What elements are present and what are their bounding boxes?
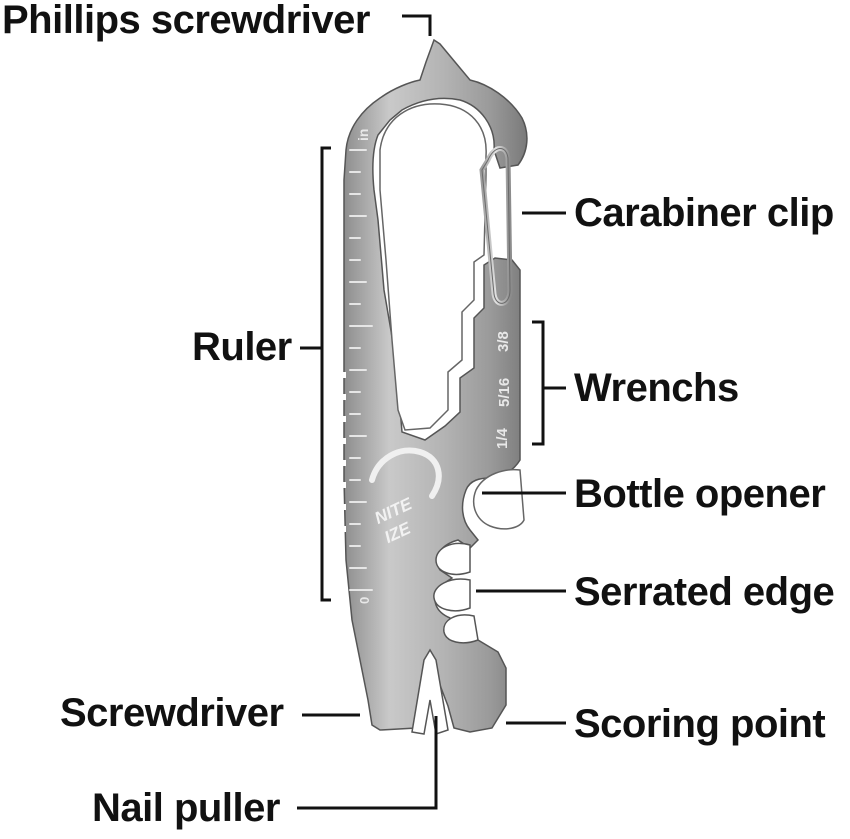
wrench-size-3-8: 3/8 xyxy=(495,331,512,352)
leader-phillips xyxy=(402,14,432,36)
ruler-zero-label: 0 xyxy=(357,597,372,604)
serrations xyxy=(433,542,479,644)
wrench-size-1-4: 1/4 xyxy=(494,427,511,449)
label-screwdriver: Screwdriver xyxy=(60,691,284,735)
ruler-edge-notches xyxy=(340,372,346,532)
label-scoring-point: Scoring point xyxy=(574,702,826,746)
leader-nail xyxy=(297,716,438,810)
bottle-opener-notch xyxy=(472,468,525,530)
carabiner-cutout xyxy=(379,103,487,431)
ruler-bracket xyxy=(320,146,331,602)
label-nail-puller: Nail puller xyxy=(92,786,280,830)
label-wrenchs: Wrenchs xyxy=(574,366,739,410)
logo-swoosh xyxy=(369,447,442,499)
multitool: in 0 3/8 5/16 1/4 NITE IZE xyxy=(340,38,528,735)
leader-lines xyxy=(297,14,566,810)
label-carabiner-clip: Carabiner clip xyxy=(574,191,834,235)
tool-body xyxy=(343,38,528,733)
ruler-unit-label: in xyxy=(355,129,371,141)
label-ruler: Ruler xyxy=(192,325,292,369)
label-phillips-screwdriver: Phillips screwdriver xyxy=(2,0,370,42)
label-bottle-opener: Bottle opener xyxy=(574,472,826,516)
label-serrated-edge: Serrated edge xyxy=(574,570,835,614)
wrench-bracket xyxy=(532,320,545,446)
wrench-size-5-16: 5/16 xyxy=(496,378,513,407)
carabiner-wire-outline xyxy=(481,148,511,304)
ruler-ticks xyxy=(349,149,373,591)
